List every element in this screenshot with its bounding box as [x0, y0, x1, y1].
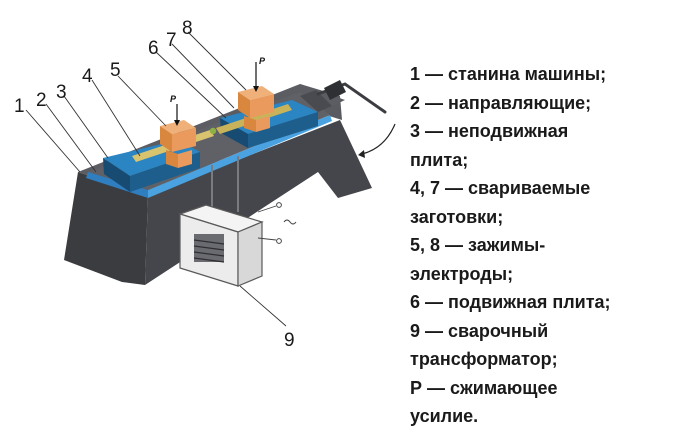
legend-line: 6 — подвижная плита; [410, 292, 611, 312]
legend-line: 2 — направляющие; [410, 92, 592, 113]
legend-line: плита; [410, 149, 469, 170]
legend-line: 5, 8 — зажимы- [410, 235, 546, 255]
welding-machine-diagram: P P [14, 18, 396, 351]
callout-6: 6 [148, 38, 159, 59]
legend-line: 3 — неподвижная [410, 121, 569, 141]
callout-4: 4 [82, 66, 93, 87]
callout-1: 1 [14, 96, 25, 117]
clamp-electrode-left [160, 120, 196, 168]
motion-arrow [358, 123, 396, 158]
legend: 1 — станина машины; 2 — направляющие; 3 … [410, 60, 696, 431]
callout-7: 7 [166, 30, 177, 51]
force-label-right: P [259, 56, 266, 66]
legend-line: усилие. [410, 406, 479, 426]
legend-line: электроды; [410, 263, 514, 284]
callout-leaders [25, 31, 287, 327]
ac-supply-terminals [257, 202, 297, 244]
callout-2: 2 [36, 90, 47, 111]
legend-line: 9 — сварочный [410, 320, 549, 341]
callout-8: 8 [182, 18, 193, 39]
force-arrow-left [174, 104, 180, 126]
legend-line: трансформатор; [410, 349, 558, 369]
legend-line: Р — сжимающее [410, 377, 558, 398]
callout-9: 9 [284, 330, 295, 351]
welding-transformer [178, 156, 264, 287]
force-label-left: P [170, 94, 177, 104]
legend-line: 1 — станина машины; [410, 64, 607, 84]
legend-line: 4, 7 — свариваемые [410, 178, 591, 198]
legend-line: заготовки; [410, 206, 504, 227]
callout-3: 3 [56, 82, 67, 103]
force-arrow-right [253, 62, 259, 92]
lever-handle [300, 80, 387, 114]
callout-5: 5 [110, 60, 121, 81]
clamp-electrode-right [238, 86, 274, 132]
